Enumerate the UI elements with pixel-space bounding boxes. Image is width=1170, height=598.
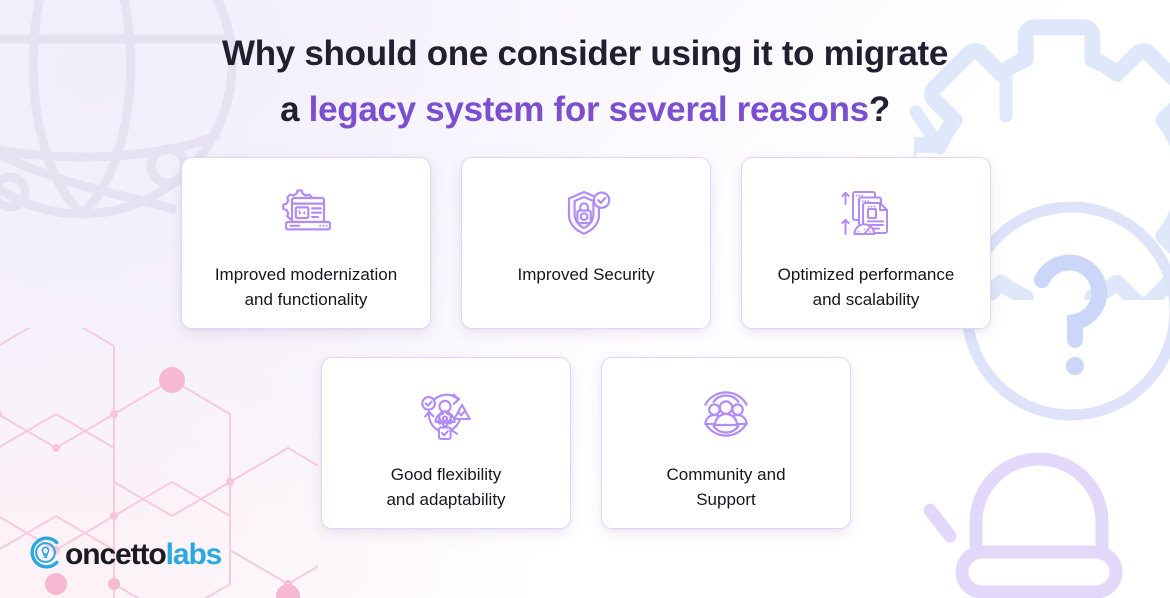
lightbulb-outline-icon	[914, 414, 1164, 598]
documents-gauge-icon	[834, 184, 898, 244]
benefit-card-security[interactable]: Improved Security	[461, 157, 711, 329]
brand-logo-text: oncettolabs	[65, 538, 223, 571]
brand-name-secondary: labs	[165, 538, 223, 571]
title-line-1: Why should one consider using it to migr…	[221, 34, 949, 73]
benefit-card-modernization[interactable]: Improved modernization and functionality	[181, 157, 431, 329]
benefit-card-label: Good flexibility and adaptability	[386, 465, 506, 509]
benefit-card-label: Improved Security	[517, 265, 655, 284]
page-title: Why should one consider using it to migr…	[0, 26, 1170, 138]
benefit-card-label: Improved modernization and functionality	[214, 265, 398, 309]
benefit-card-community[interactable]: Community and Support	[601, 357, 851, 529]
benefit-card-performance[interactable]: Optimized performance and scalability	[741, 157, 991, 329]
brand-name-primary: oncetto	[65, 538, 167, 571]
title-line-2: a legacy system for several reasons?	[0, 82, 1170, 138]
people-group-icon	[696, 384, 756, 444]
benefit-card-flexibility[interactable]: Good flexibility and adaptability	[321, 357, 571, 529]
benefit-card-label: Community and Support	[666, 465, 786, 509]
shield-lock-check-icon	[556, 184, 616, 244]
title-line-2-suffix: ?	[868, 90, 890, 129]
lightbulb-circle-icon	[27, 534, 64, 576]
brand-logo[interactable]: oncettolabs	[27, 534, 223, 576]
laptop-gear-icon	[274, 184, 338, 244]
title-line-2-accent: legacy system for several reasons	[308, 90, 869, 129]
title-line-2-prefix: a	[280, 90, 309, 129]
person-gear-cycle-icon	[415, 384, 477, 444]
benefit-card-label: Optimized performance and scalability	[777, 265, 955, 309]
